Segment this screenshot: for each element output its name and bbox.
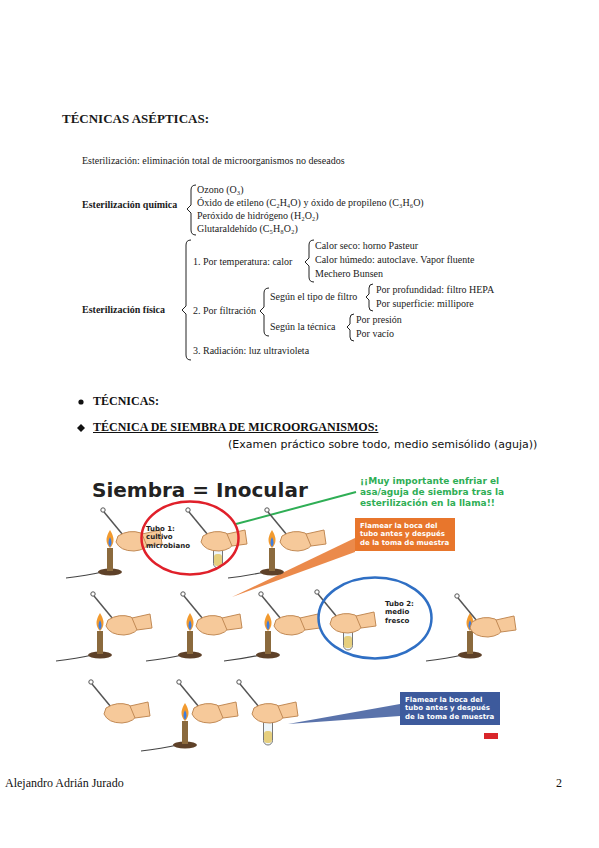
figure-title: Siembra = Inocular xyxy=(92,478,308,502)
tree-item: Por presión xyxy=(356,314,402,326)
page-number: 2 xyxy=(556,776,562,790)
tree-item: Óxido de etileno (C₂H₄O) y óxido de prop… xyxy=(197,197,424,209)
tree-item: 2. Por filtración xyxy=(193,305,256,317)
tree-branch: Esterilización física xyxy=(82,304,165,316)
circle-outline xyxy=(317,576,433,660)
tree-item: Calor seco: horno Pasteur xyxy=(315,240,418,252)
tree-item: Por profundidad: filtro HEPA xyxy=(376,284,494,296)
tree-item: Glutaraldehído (C₅H₈O₂) xyxy=(197,223,298,235)
tree-item: Según el tipo de filtro xyxy=(270,291,357,303)
circle-outline xyxy=(142,502,239,575)
tree-item: Por vacío xyxy=(356,328,394,340)
tree-branch: Esterilización química xyxy=(82,199,177,211)
tree-item: 3. Radiación: luz ultravioleta xyxy=(193,345,309,357)
node-text: Flamear la boca del tubo antes y después… xyxy=(360,522,450,547)
note: (Examen práctico sobre todo, medio semis… xyxy=(228,438,537,451)
tree-item: 1. Por temperatura: calor xyxy=(193,256,292,268)
node-text: Flamear la boca del tubo antes y después… xyxy=(405,696,495,721)
circle-outline xyxy=(319,578,432,659)
tree-item: Mechero Bunsen xyxy=(315,268,383,280)
callout-box: Flamear la boca del tubo antes y después… xyxy=(400,692,500,725)
highlight-circle: Tubo 2: medio fresco xyxy=(317,576,433,660)
section-heading: TÉCNICAS: xyxy=(93,394,159,408)
callout-box: Flamear la boca del tubo antes y después… xyxy=(355,518,455,551)
tree-item: Según la técnica xyxy=(270,321,336,333)
tree-item: Ozono (O₃) xyxy=(197,184,244,196)
warning-note: ¡¡Muy importante enfriar el asa/aguja de… xyxy=(360,476,510,508)
tree-item: Calor húmedo: autoclave. Vapor fluente xyxy=(315,254,475,266)
tree-header: Esterilización: eliminación total de mic… xyxy=(82,155,345,167)
node-text: Tubo 2: medio fresco xyxy=(385,600,429,625)
tree-item: Por superficie: millipore xyxy=(376,298,474,310)
node-text: Tubo 1: cultivo microbiano xyxy=(146,525,186,550)
tree-item: Peróxido de hidrógeno (H₂O₂) xyxy=(197,210,319,222)
footer-author: Alejandro Adrián Jurado xyxy=(5,776,124,790)
highlight-circle: Tubo 1: cultivo microbiano xyxy=(140,500,240,576)
subsection-heading: TÉCNICA DE SIEMBRA DE MICROORGANISMOS: xyxy=(93,420,378,434)
page-heading: TÉCNICAS ASÉPTICAS: xyxy=(62,111,209,127)
